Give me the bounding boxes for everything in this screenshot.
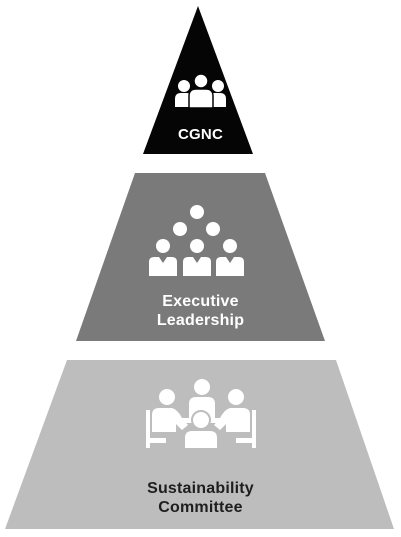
tier-label-line: Leadership [156,312,245,330]
tier-label-line: Sustainability [147,480,254,497]
tier-executive-leadership [76,173,325,341]
meeting-table-people-icon [146,379,256,450]
organization-hierarchy-people-icon [149,205,244,276]
tier-label-sustainability-committee: Sustainability Committee [0,479,401,517]
tier-label-line: CGNC [178,126,223,143]
tier-label-executive-leadership: Executive Leadership [0,292,401,330]
tier-label-line: Executive [162,293,239,310]
tier-label-cgnc: CGNC [0,126,401,144]
tier-label-line: Committee [158,499,243,517]
group-of-three-people-icon [175,73,226,109]
